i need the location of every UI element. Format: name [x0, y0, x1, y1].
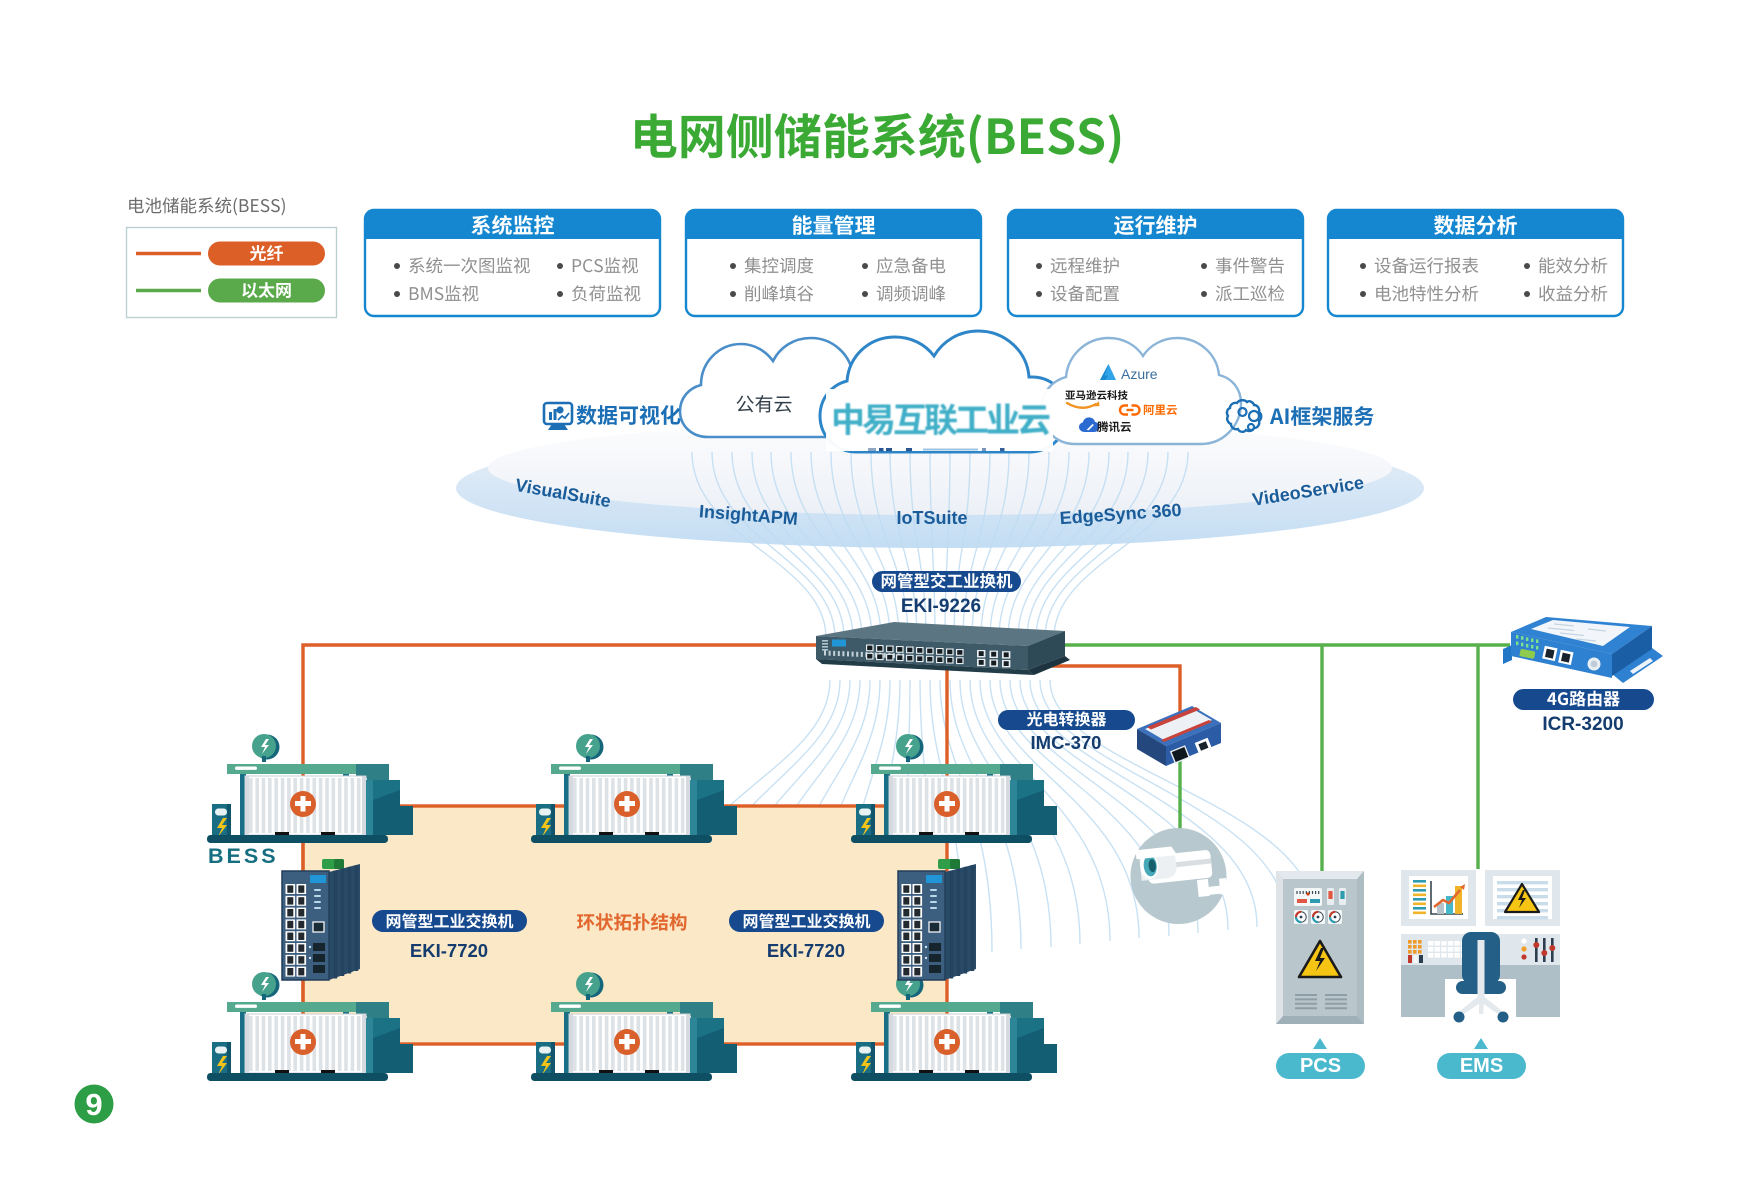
svg-text:BESS: BESS	[208, 844, 279, 868]
svg-text:IoTSuite: IoTSuite	[897, 508, 968, 528]
svg-text:IMC-370: IMC-370	[1031, 732, 1102, 753]
svg-text:Azure: Azure	[1121, 366, 1158, 382]
svg-text:EKI-9226: EKI-9226	[901, 596, 981, 617]
svg-text:EKI-7720: EKI-7720	[767, 940, 845, 961]
svg-text:ICR-3200: ICR-3200	[1542, 714, 1623, 735]
svg-text:PCS: PCS	[1300, 1055, 1341, 1077]
svg-text:EKI-7720: EKI-7720	[410, 940, 488, 961]
svg-text:9: 9	[85, 1087, 102, 1122]
svg-text:EMS: EMS	[1460, 1055, 1503, 1077]
